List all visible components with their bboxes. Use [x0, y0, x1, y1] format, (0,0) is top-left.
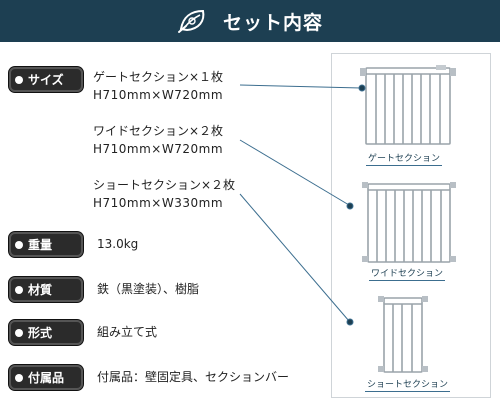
size-gate-dims: H710mm×W720mm	[93, 88, 224, 102]
badge-label: 重量	[28, 238, 53, 252]
accessories-value: 付属品：壁固定具、セクションバー	[97, 370, 290, 384]
form-value: 組み立て式	[97, 325, 158, 339]
badge-label: 材質	[28, 283, 53, 297]
header-bar: セット内容	[0, 0, 500, 42]
size-wide-dims: H710mm×W720mm	[93, 142, 224, 156]
badge-size: サイズ	[9, 67, 83, 92]
caption-short-section: ショートセクション	[365, 380, 451, 392]
caption-gate-section: ゲートセクション	[366, 154, 443, 166]
bullet-dot-icon	[15, 75, 23, 84]
short-section-image	[378, 296, 428, 373]
badge-label: サイズ	[28, 73, 64, 87]
bullet-dot-icon	[15, 328, 23, 337]
size-gate-name: ゲートセクション×１枚	[93, 70, 224, 84]
caption-wide-section: ワイドセクション	[369, 269, 446, 281]
material-value: 鉄（黒塗装）、樹脂	[97, 282, 200, 296]
badge-accessories: 付属品	[9, 365, 83, 390]
size-wide-name: ワイドセクション×２枚	[93, 124, 224, 138]
badge-form: 形式	[9, 320, 83, 345]
badge-label: 形式	[28, 326, 53, 340]
badge-material: 材質	[9, 277, 83, 302]
weight-value: 13.0kg	[97, 237, 139, 251]
bullet-dot-icon	[15, 373, 23, 382]
badge-label: 付属品	[28, 371, 65, 385]
page-title: セット内容	[222, 11, 323, 34]
gate-section-image	[360, 65, 456, 145]
size-short-dims: H710mm×W330mm	[93, 196, 224, 210]
bullet-dot-icon	[15, 240, 23, 249]
size-short-name: ショートセクション×２枚	[93, 178, 236, 192]
badge-weight: 重量	[9, 232, 83, 257]
wide-section-image	[362, 182, 456, 263]
leaf-logo-icon	[177, 9, 205, 33]
bullet-dot-icon	[15, 285, 23, 294]
